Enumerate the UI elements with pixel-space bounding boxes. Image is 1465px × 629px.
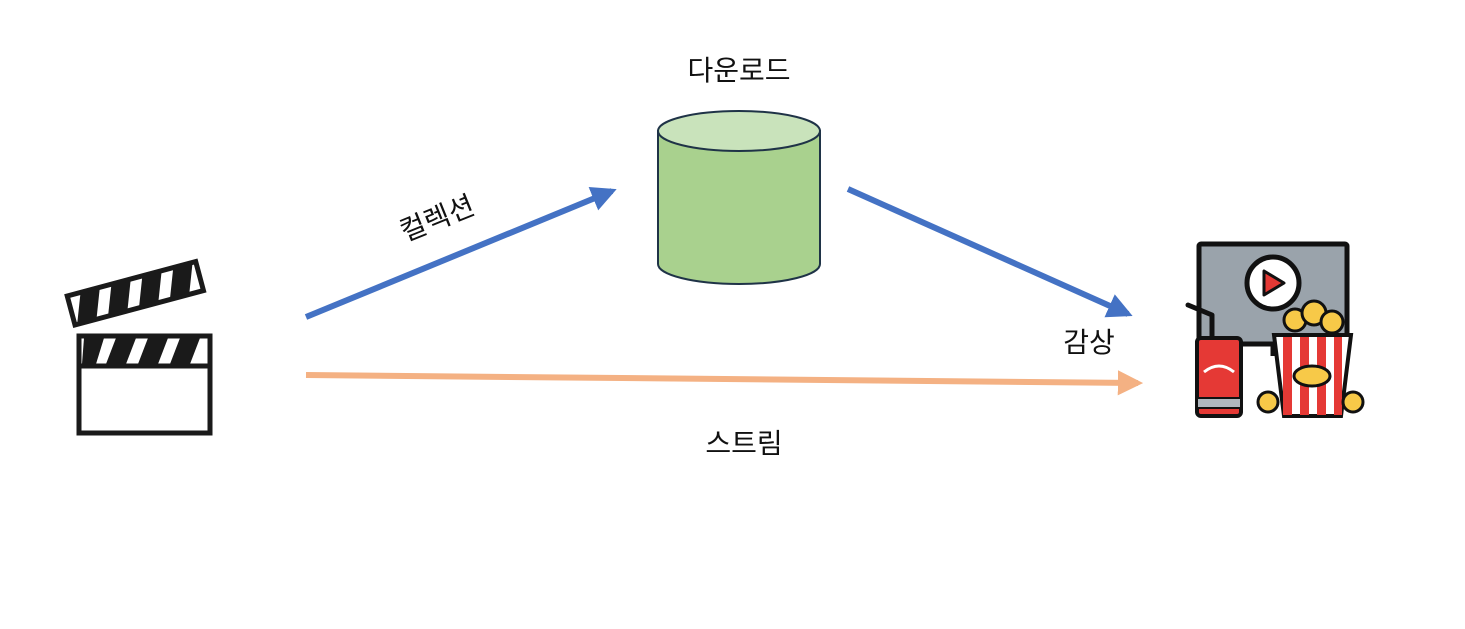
- collection-arrow: [304, 187, 617, 320]
- movie-tv-popcorn-icon: [1185, 241, 1365, 418]
- watch-arrow: [846, 186, 1133, 318]
- watch-label: 감상: [1063, 326, 1115, 359]
- database-cylinder-icon: [657, 110, 821, 285]
- stream-arrow: [305, 370, 1144, 396]
- download-label: 다운로드: [687, 54, 790, 87]
- clapperboard-icon: [64, 258, 213, 436]
- collection-label: 컬렉션: [395, 189, 479, 249]
- stream-label: 스트림: [705, 427, 782, 460]
